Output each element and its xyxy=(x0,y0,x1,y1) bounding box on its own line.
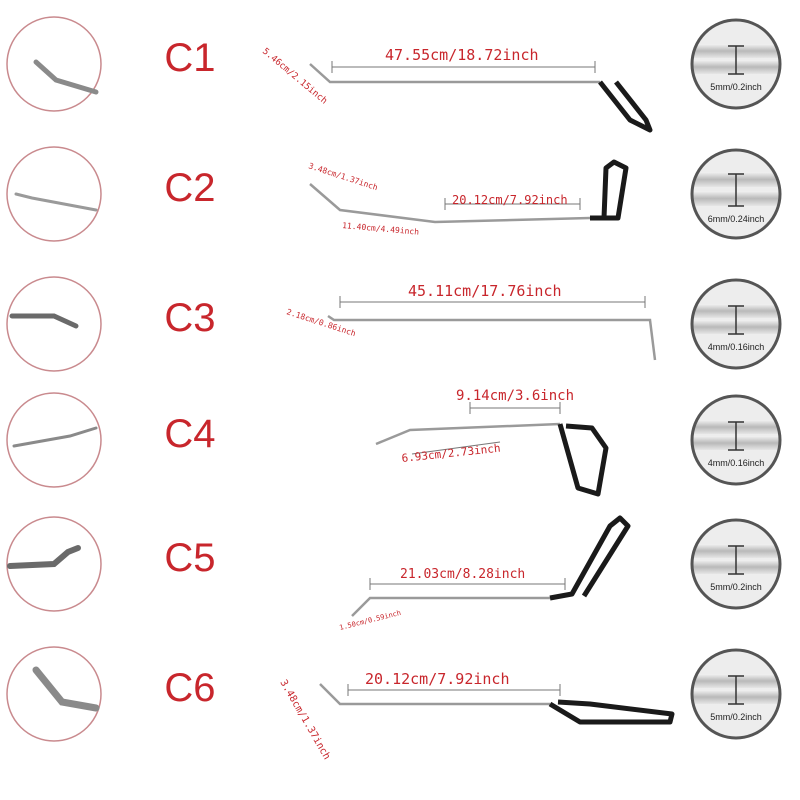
gauge-label: 6mm/0.24inch xyxy=(708,214,765,224)
length-label: 45.11cm/17.76inch xyxy=(408,282,562,300)
tool-row-c1: C1 47.55cm/18.72inch 5.46cm/2.15inch 5mm… xyxy=(0,12,800,142)
thickness-gauge: 5mm/0.2inch xyxy=(690,18,782,110)
tool-drawing: 45.11cm/17.76inch 2.18cm/0.86inch xyxy=(285,282,657,361)
tip-closeup-circle xyxy=(6,516,102,612)
tool-drawing: 21.03cm/8.28inch 1.50cm/0.59inch xyxy=(339,515,631,632)
tool-code: C2 xyxy=(164,166,216,210)
tip-closeup-circle xyxy=(6,646,102,742)
tool-row-c6: C6 20.12cm/7.92inch 3.48cm/1.37inch 5mm/… xyxy=(0,642,800,772)
tip-closeup-circle xyxy=(6,392,102,488)
tool-drawing: 47.55cm/18.72inch 5.46cm/2.15inch xyxy=(260,46,653,133)
tool-code: C1 xyxy=(164,36,216,80)
tool-drawing: 20.12cm/7.92inch 3.48cm/1.37inch 11.40cm… xyxy=(307,159,629,237)
gauge-label: 4mm/0.16inch xyxy=(708,458,765,468)
thickness-gauge: 6mm/0.24inch xyxy=(690,148,782,240)
length-label: 9.14cm/3.6inch xyxy=(456,388,574,404)
tool-row-c3: C3 45.11cm/17.76inch 2.18cm/0.86inch 4mm… xyxy=(0,272,800,402)
tip-closeup-circle xyxy=(6,146,102,242)
gauge-label: 5mm/0.2inch xyxy=(710,582,762,592)
length-label: 20.12cm/7.92inch xyxy=(452,193,568,207)
mid-label: 11.40cm/4.49inch xyxy=(342,221,420,237)
tool-row-c4: C4 9.14cm/3.6inch 6.93cm/2.73inch 4mm/0.… xyxy=(0,388,800,518)
length-label: 21.03cm/8.28inch xyxy=(400,567,525,582)
tool-code: C6 xyxy=(164,666,216,710)
tip-closeup-circle xyxy=(6,276,102,372)
tip-label: 2.18cm/0.86inch xyxy=(285,307,357,338)
gauge-label: 4mm/0.16inch xyxy=(708,342,765,352)
thickness-gauge: 5mm/0.2inch xyxy=(690,648,782,740)
tip-label: 6.93cm/2.73inch xyxy=(401,442,501,465)
length-label: 47.55cm/18.72inch xyxy=(385,46,539,64)
tip-label: 1.50cm/0.59inch xyxy=(339,609,402,632)
length-label: 20.12cm/7.92inch xyxy=(365,670,510,688)
tool-row-c5: C5 21.03cm/8.28inch 1.50cm/0.59inch 5mm/… xyxy=(0,512,800,642)
tool-row-c2: C2 20.12cm/7.92inch 3.48cm/1.37inch 11.4… xyxy=(0,142,800,272)
tool-code: C5 xyxy=(164,536,216,580)
tool-code: C4 xyxy=(164,412,216,456)
tip-label: 5.46cm/2.15inch xyxy=(260,47,329,107)
tool-drawing: 20.12cm/7.92inch 3.48cm/1.37inch xyxy=(277,670,675,762)
gauge-label: 5mm/0.2inch xyxy=(710,82,762,92)
thickness-gauge: 4mm/0.16inch xyxy=(690,394,782,486)
thickness-gauge: 5mm/0.2inch xyxy=(690,518,782,610)
tool-code: C3 xyxy=(164,296,216,340)
tool-drawing: 9.14cm/3.6inch 6.93cm/2.73inch xyxy=(375,388,609,497)
tip-label: 3.48cm/1.37inch xyxy=(307,161,379,192)
tip-closeup-circle xyxy=(6,16,102,112)
thickness-gauge: 4mm/0.16inch xyxy=(690,278,782,370)
tip-label: 3.48cm/1.37inch xyxy=(277,678,332,762)
gauge-label: 5mm/0.2inch xyxy=(710,712,762,722)
